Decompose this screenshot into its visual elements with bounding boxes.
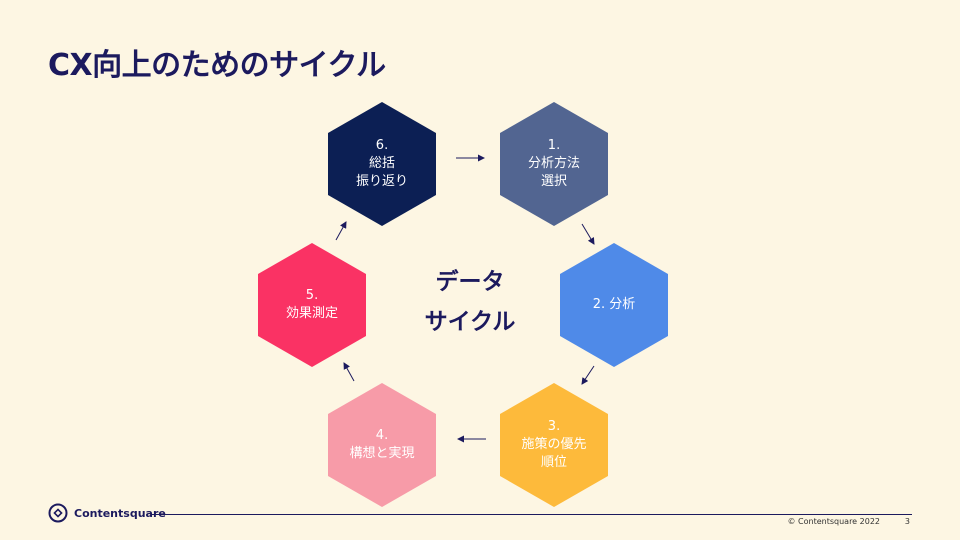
step-5-number: 5. [305, 288, 319, 303]
contentsquare-logo-icon [48, 503, 68, 523]
step-1-number: 1. [547, 138, 561, 153]
logo-text: Contentsquare [74, 506, 166, 520]
step-5-line1: 効果測定 [285, 306, 338, 321]
step-6-number: 6. [375, 138, 389, 153]
center-label-line1: データ [435, 269, 505, 295]
arrow-4-to-5 [343, 362, 355, 382]
step-6-line2: 振り返り [355, 174, 408, 189]
footer-divider [152, 514, 912, 515]
footer-logo: Contentsquare [48, 503, 166, 523]
step-1-line2: 選択 [540, 174, 567, 189]
copyright-text: © Contentsquare 2022 [787, 517, 880, 526]
step-2-label: 2. 分析 [592, 297, 636, 312]
step-1-line1: 分析方法 [527, 156, 580, 171]
step-4-line1: 構想と実現 [349, 446, 415, 461]
arrow-5-to-6 [335, 221, 347, 241]
arrow-1-to-2 [581, 223, 595, 245]
slide-title: CX向上のためのサイクル [48, 48, 386, 83]
center-label-line2: サイクル [424, 309, 516, 335]
page-number: 3 [904, 517, 910, 526]
step-6-line1: 総括 [368, 156, 395, 171]
step-4-number: 4. [375, 428, 389, 443]
step-3-number: 3. [547, 419, 561, 434]
center-label: データ サイクル [400, 262, 540, 342]
step-3-line1: 施策の優先 [521, 437, 587, 452]
arrow-2-to-3 [581, 365, 595, 385]
step-3-line2: 順位 [540, 455, 567, 470]
